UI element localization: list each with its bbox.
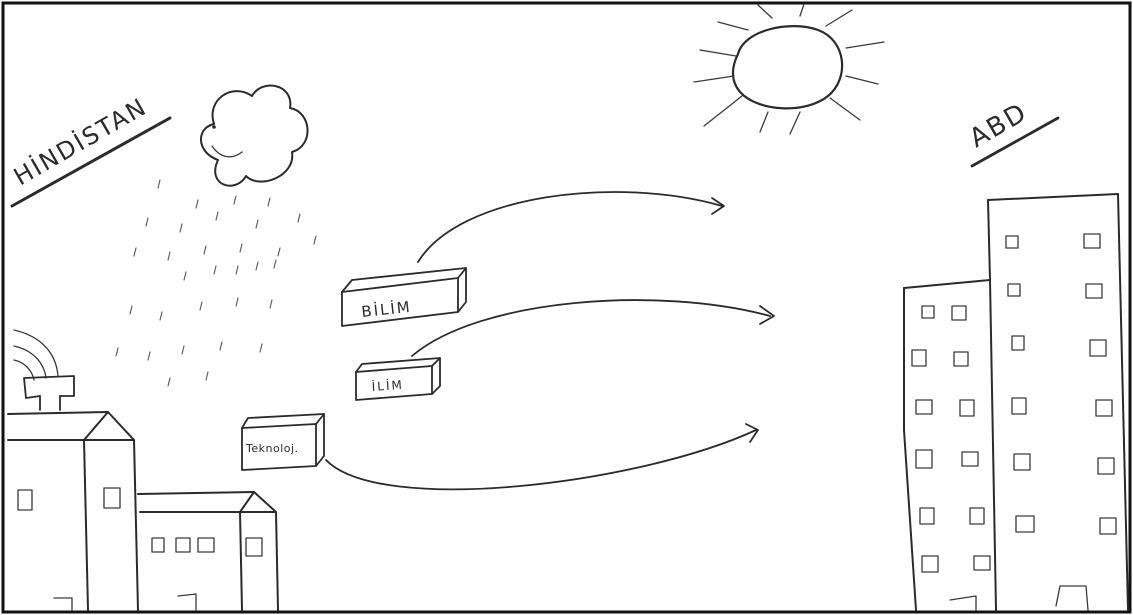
country-label-left: HİNDİSTAN [9,92,171,206]
sun-icon [694,4,884,134]
page-frame [3,3,1130,612]
arrow-top [418,192,724,262]
box-science: BİLİM [342,268,466,326]
box-knowledge: İLİM [356,358,440,400]
right-buildings [904,194,1128,610]
arrow-middle [412,300,774,356]
arrow-bottom [326,424,758,489]
country-label-right: ABD [965,97,1059,166]
rain-drops [116,180,316,386]
box-technology: Teknoloj. [242,414,324,470]
right-country-label: ABD [965,97,1033,154]
cloud-icon [201,86,308,186]
left-buildings [8,330,278,610]
box-technology-label: Teknoloj. [245,442,299,455]
box-knowledge-label: İLİM [371,377,404,394]
box-science-label: BİLİM [360,297,412,321]
